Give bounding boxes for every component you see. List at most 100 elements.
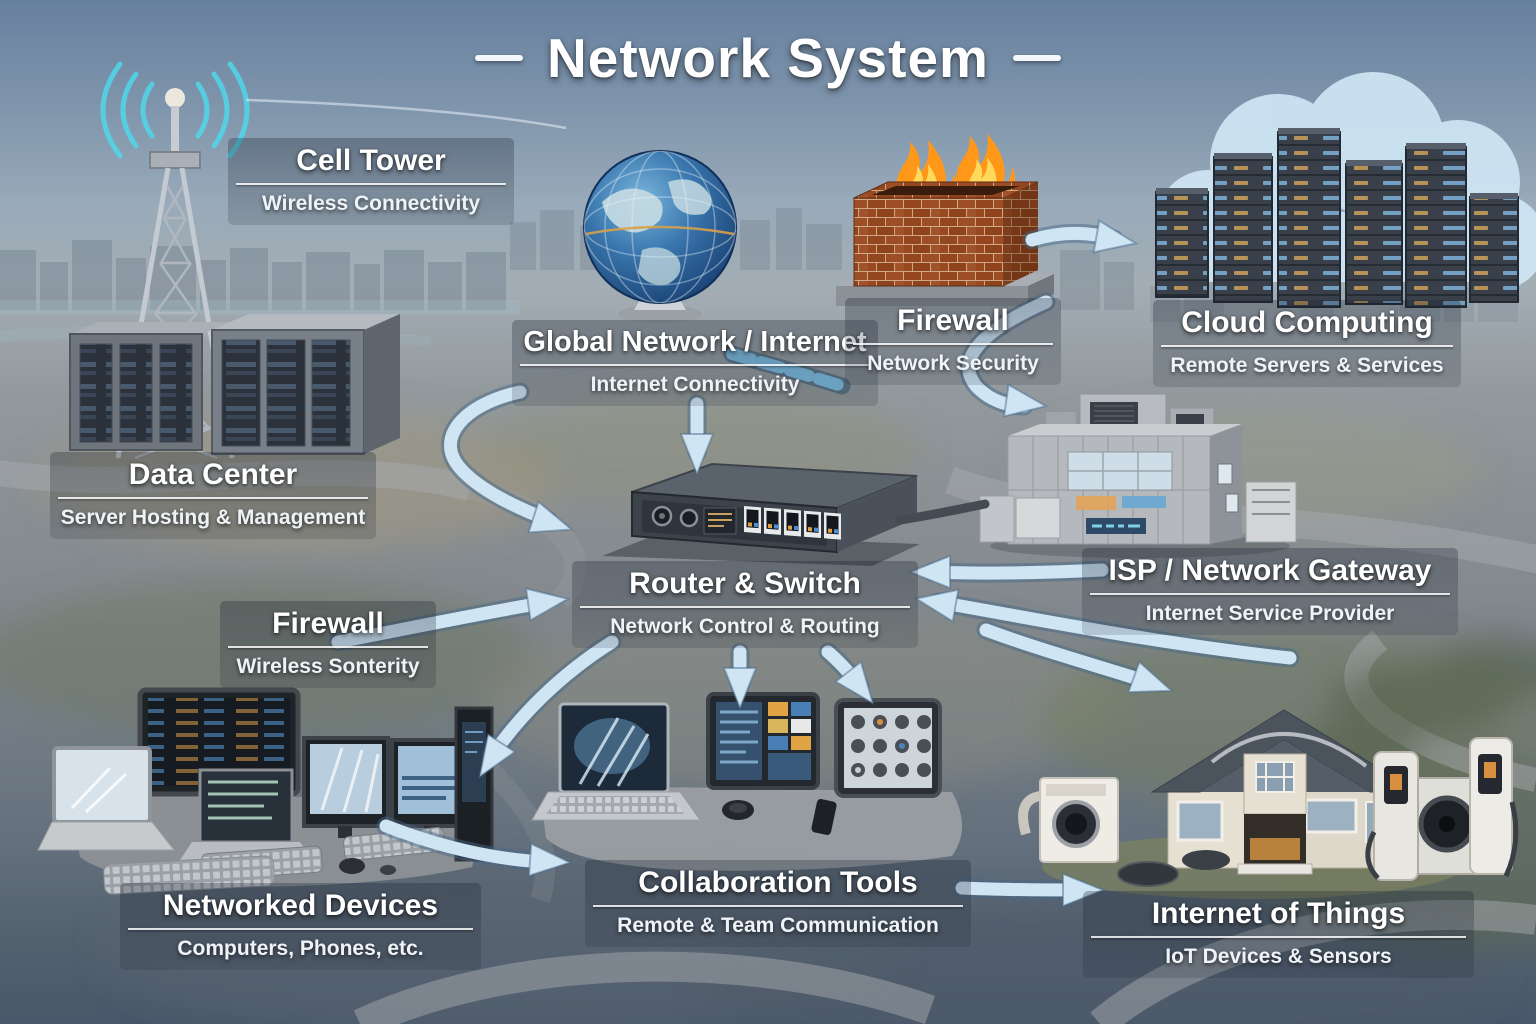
cell-tower-sublabel: Wireless Connectivity xyxy=(261,192,481,216)
router-switch-sublabel: Network Control & Routing xyxy=(610,615,880,639)
firewall-left-label: Firewall xyxy=(272,607,384,640)
glow-window-orange xyxy=(1076,496,1116,510)
wire-tower-to-globe xyxy=(245,98,567,130)
firewall-top-label: Firewall xyxy=(897,304,1009,337)
cloud-computing-sublabel: Remote Servers & Services xyxy=(1170,354,1444,378)
collaboration-tools-underline xyxy=(593,905,963,908)
tower-pc xyxy=(454,706,494,862)
arrow-firewall-to-isp xyxy=(959,292,1056,418)
ethernet-ports xyxy=(744,506,841,540)
cloud-computing-illustration xyxy=(1155,72,1536,308)
robot-vacuum xyxy=(1182,850,1230,870)
arrow-devices-to-collab xyxy=(376,816,573,878)
firewall-top-underline xyxy=(853,343,1053,346)
arrow-isp-to-router xyxy=(907,554,1112,590)
data-center-illustration xyxy=(69,314,400,455)
router-switch-label-block: Router & Switch Network Control & Routin… xyxy=(572,561,918,649)
glow-window-blue xyxy=(1122,496,1166,508)
tablet-app-grid xyxy=(834,698,942,798)
internet-of-things-sublabel: IoT Devices & Sensors xyxy=(1165,945,1392,969)
arrow-datacenter-to-router xyxy=(441,382,575,534)
isp-gateway-underline xyxy=(1090,593,1450,596)
city-skyline-left xyxy=(0,240,506,310)
firewall-left-underline xyxy=(228,646,428,649)
robot-vacuum xyxy=(1117,861,1179,887)
arrow-globe-to-router xyxy=(679,394,715,477)
firewall-illustration xyxy=(836,133,1054,306)
data-center-label: Data Center xyxy=(128,458,298,491)
arrow-isp-to-iot xyxy=(976,620,1175,694)
data-center-underline xyxy=(58,497,368,500)
brick-wall xyxy=(853,197,1005,287)
router-switch-label: Router & Switch xyxy=(629,567,861,600)
center-monitor xyxy=(302,736,390,838)
smartphone xyxy=(811,799,837,835)
global-network-label: Global Network / Internet xyxy=(523,326,867,358)
globe-illustration xyxy=(583,150,737,323)
firewall-top-label-block: Firewall Network Security xyxy=(845,298,1061,386)
networked-devices-underline xyxy=(128,928,473,931)
arrow-router-to-collab-2 xyxy=(818,642,875,706)
collaboration-tools-illustration xyxy=(531,692,962,871)
cable-globe-to-firewall xyxy=(723,345,851,395)
router-switch-illustration xyxy=(602,462,920,566)
firewall-left-label-block: Firewall Wireless Sonterity xyxy=(220,601,436,689)
data-center-sublabel: Server Hosting & Management xyxy=(60,506,366,530)
arrow-firewall-to-cloud xyxy=(1022,219,1139,254)
laptop xyxy=(531,702,701,821)
rack-tops xyxy=(1156,128,1518,199)
isp-gateway-label: ISP / Network Gateway xyxy=(1108,554,1432,587)
title-dash-left xyxy=(475,55,524,61)
cell-tower-underline xyxy=(236,183,506,186)
dashboard-screen xyxy=(706,692,820,790)
washing-machine xyxy=(1018,777,1119,863)
cloud-computing-label: Cloud Computing xyxy=(1181,306,1433,339)
global-network-sublabel: Internet Connectivity xyxy=(590,373,800,397)
cloud-computing-underline xyxy=(1161,345,1453,348)
keyboard xyxy=(103,855,275,895)
cell-tower-label: Cell Tower xyxy=(296,144,446,177)
server-container-right xyxy=(211,314,400,455)
cloud-computing-label-block: Cloud Computing Remote Servers & Service… xyxy=(1153,300,1461,388)
arrow-collab-to-iot xyxy=(952,872,1106,908)
networked-devices-sublabel: Computers, Phones, etc. xyxy=(177,937,424,961)
ev-charger xyxy=(1469,737,1519,878)
networked-devices-illustration xyxy=(37,687,494,895)
server-racks xyxy=(1155,131,1519,308)
isp-gateway-label-block: ISP / Network Gateway Internet Service P… xyxy=(1082,548,1458,636)
firewall-left-sublabel: Wireless Sonterity xyxy=(236,655,420,679)
ev-charger xyxy=(1365,751,1419,881)
isp-building-illustration xyxy=(979,393,1297,558)
arrow-router-to-devices xyxy=(478,632,622,779)
data-center-label-block: Data Center Server Hosting & Management xyxy=(50,452,376,540)
collaboration-tools-label-block: Collaboration Tools Remote & Team Commun… xyxy=(585,860,971,948)
cable-router-to-isp xyxy=(895,499,990,525)
iot-illustration xyxy=(1018,709,1519,899)
global-network-underline xyxy=(520,364,870,367)
mouse xyxy=(380,865,396,875)
server-container-left xyxy=(69,322,230,451)
antenna-ball xyxy=(165,88,185,108)
mouse xyxy=(339,858,365,874)
collaboration-tools-label: Collaboration Tools xyxy=(638,866,918,899)
networked-devices-label: Networked Devices xyxy=(162,889,439,922)
arrow-firewall-left-to-router xyxy=(328,587,571,652)
arrow-router-to-collab-1 xyxy=(722,642,758,711)
internet-of-things-underline xyxy=(1091,936,1466,939)
river xyxy=(0,300,520,314)
laptop xyxy=(37,746,176,851)
global-network-label-block: Global Network / Internet Internet Conne… xyxy=(512,320,878,407)
wireless-waves-icon xyxy=(100,61,250,159)
title-text: Network System xyxy=(547,27,989,89)
title-dash-right xyxy=(1012,55,1061,61)
cell-tower-label-block: Cell Tower Wireless Connectivity xyxy=(228,138,514,226)
router-switch-underline xyxy=(580,606,910,609)
collaboration-tools-sublabel: Remote & Team Communication xyxy=(617,914,939,938)
internet-of-things-label: Internet of Things xyxy=(1151,897,1406,930)
networked-devices-label-block: Networked Devices Computers, Phones, etc… xyxy=(120,883,481,971)
page-title: Network System xyxy=(0,26,1536,90)
isp-gateway-sublabel: Internet Service Provider xyxy=(1145,602,1395,626)
internet-of-things-label-block: Internet of Things IoT Devices & Sensors xyxy=(1083,891,1474,979)
